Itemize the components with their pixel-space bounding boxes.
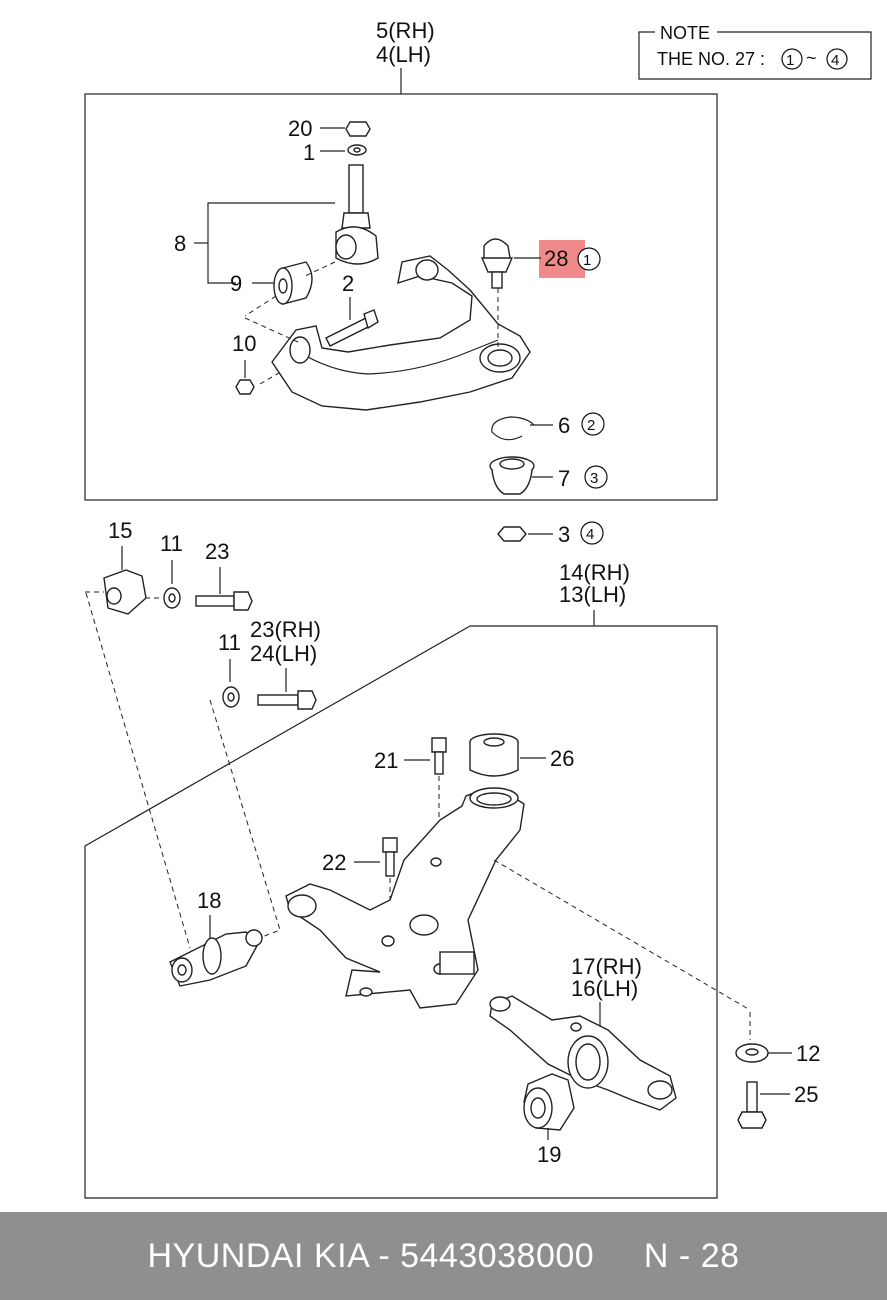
label-20: 20 [288,116,312,141]
note-text: THE NO. 27 : [657,49,765,69]
parts-diagram: NOTE THE NO. 27 : 1 ~ 4 5(RH) 4(LH) 20 1… [84,18,872,1199]
label-10: 10 [232,331,256,356]
label-11b: 11 [218,630,241,655]
label-23: 23 [205,539,229,564]
label-6: 6 [558,413,570,438]
castle-nut-icon [497,526,527,542]
note-range-to: 4 [831,52,839,69]
label-16lh: 16(LH) [571,976,638,1001]
upper-arm-label-rh: 5(RH) [376,18,435,43]
label-15: 15 [108,518,132,543]
bolt-icon [746,1081,758,1113]
upper-control-arm-icon [271,255,531,411]
label-8: 8 [174,231,186,256]
label-2: 2 [342,271,354,296]
bushing-icon [169,929,263,987]
label-24lh: 24(LH) [250,641,317,666]
stud-icon [348,164,364,214]
label-3-circled: 4 [586,526,594,543]
lock-nut-icon [235,379,255,395]
upper-arm-frame [84,93,718,501]
label-7-circled: 3 [590,470,598,487]
lower-arm-group: 14(RH) 13(LH) 15 11 23 11 23(RH) 24(LH) [84,518,820,1199]
bushing-icon [523,1073,575,1131]
label-17rh: 17(RH) [571,954,642,979]
lower-arm-label-lh: 13(LH) [559,582,626,607]
label-6-circled: 2 [587,417,595,434]
label-28: 28 [544,246,568,271]
nut-icon [345,121,371,137]
label-18: 18 [197,888,221,913]
bolt-icon [257,694,299,706]
lower-control-arm-icon [285,787,525,1009]
bushing-icon [273,261,313,305]
footer-brand: HYUNDAI KIA - 5443038000 [147,1236,595,1275]
footer-bar: HYUNDAI KIA - 5443038000 N - 28 [0,1212,887,1300]
footer-caption: HYUNDAI KIA - 5443038000 N - 28 [147,1237,739,1276]
castle-nut-group: 3 4 [497,521,604,547]
footer-page: N - 28 [643,1236,740,1275]
rear-bracket-icon [489,995,677,1111]
label-26: 26 [550,746,574,771]
lower-arm-label-rh: 14(RH) [559,560,630,585]
label-22: 22 [322,850,346,875]
bushing-icon [469,733,519,777]
bolt-icon [325,309,379,347]
label-28-circled: 1 [583,252,591,269]
label-9: 9 [230,271,242,296]
upper-arm-label-lh: 4(LH) [376,42,431,67]
upper-arm-group: 5(RH) 4(LH) 20 1 8 9 2 [84,18,718,501]
label-7: 7 [558,466,570,491]
dust-boot-icon [489,456,535,495]
washer-icon [735,1043,769,1063]
label-23rh: 23(RH) [250,617,321,642]
note-box: NOTE THE NO. 27 : 1 ~ 4 [638,23,872,80]
ball-joint-icon [480,238,514,289]
label-11a: 11 [160,531,183,556]
label-19: 19 [537,1142,561,1167]
note-range-from: 1 [786,52,794,69]
label-12: 12 [796,1041,820,1066]
bolt-icon [195,595,235,607]
note-title: NOTE [660,23,710,43]
label-3: 3 [558,522,570,547]
bolt-icon [434,751,444,775]
label-1: 1 [303,140,315,165]
note-range-sep: ~ [806,48,817,68]
label-25: 25 [794,1082,818,1107]
bolt-icon [385,851,395,877]
highlight-28 [539,240,585,278]
label-21: 21 [374,748,398,773]
snap-ring-icon [491,416,535,441]
